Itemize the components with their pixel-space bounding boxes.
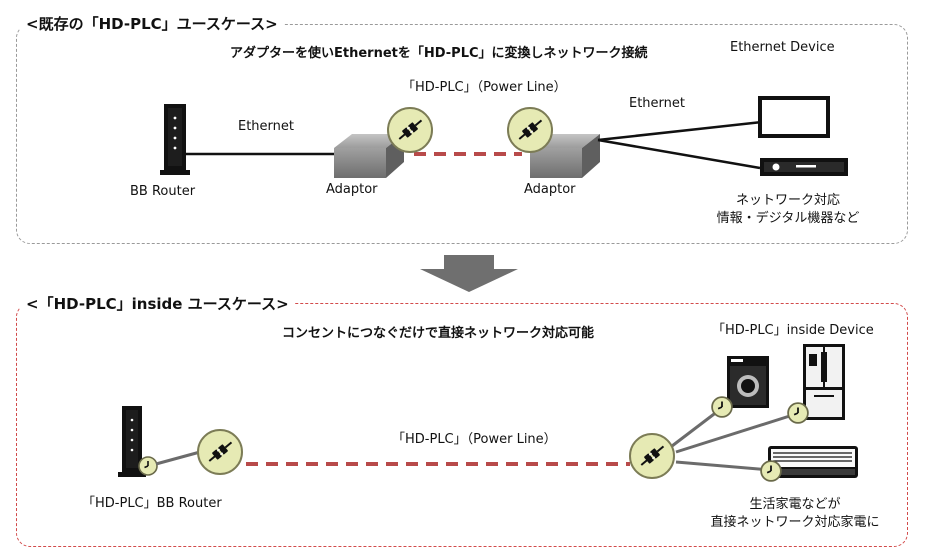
appliance-cable-3 <box>675 460 771 472</box>
ethernet-cable-2 <box>597 120 763 142</box>
appliances-description-line1: 生活家電などが <box>749 497 841 512</box>
existing-usecase-subtitle: アダプターを使いEthernetを「HD-PLC」に変換しネットワーク接続 <box>230 46 648 61</box>
powerline-label-top: 「HD-PLC」（Power Line） <box>402 80 567 95</box>
adaptor-2-icon <box>530 134 600 178</box>
hdplc-router-icon <box>118 406 146 477</box>
inside-usecase-subtitle: コンセントにつなぐだけで直接ネットワーク対応可能 <box>282 326 595 341</box>
adaptor-label-1: Adaptor <box>326 182 378 197</box>
monitor-icon <box>758 96 830 138</box>
existing-usecase-panel <box>16 24 908 244</box>
inside-usecase-panel <box>16 303 908 547</box>
washing-machine-icon <box>727 356 769 408</box>
ethernet-label-1: Ethernet <box>238 119 294 134</box>
hdplc-router-label: 「HD-PLC」BB Router <box>82 496 222 511</box>
router-power-cable <box>155 450 201 466</box>
ethernet-device-label: Ethernet Device <box>730 40 835 55</box>
ethernet-label-2: Ethernet <box>629 96 685 111</box>
refrigerator-icon <box>803 344 845 420</box>
adaptor-label-2: Adaptor <box>524 182 576 197</box>
inside-device-label: 「HD-PLC」inside Device <box>712 323 874 338</box>
recorder-icon <box>760 158 848 176</box>
air-conditioner-icon <box>768 446 858 478</box>
bb-router-label: BB Router <box>130 184 196 199</box>
ethernet-cable-3 <box>597 138 761 170</box>
existing-usecase-title: <既存の「HD-PLC」ユースケース> <box>20 13 284 34</box>
devices-description-line1: ネットワーク対応 <box>735 193 840 208</box>
appliances-description-line2: 直接ネットワーク対応家電に <box>710 515 880 530</box>
appliance-cable-2 <box>675 412 797 454</box>
bb-router-icon <box>160 104 190 175</box>
inside-usecase-title: <「HD-PLC」inside ユースケース> <box>20 293 295 314</box>
down-arrow-icon <box>420 255 518 292</box>
powerline-label-bottom: 「HD-PLC」（Power Line） <box>392 432 557 447</box>
devices-description-line2: 情報・デジタル機器など <box>716 211 860 226</box>
appliance-cable-1 <box>671 406 723 448</box>
